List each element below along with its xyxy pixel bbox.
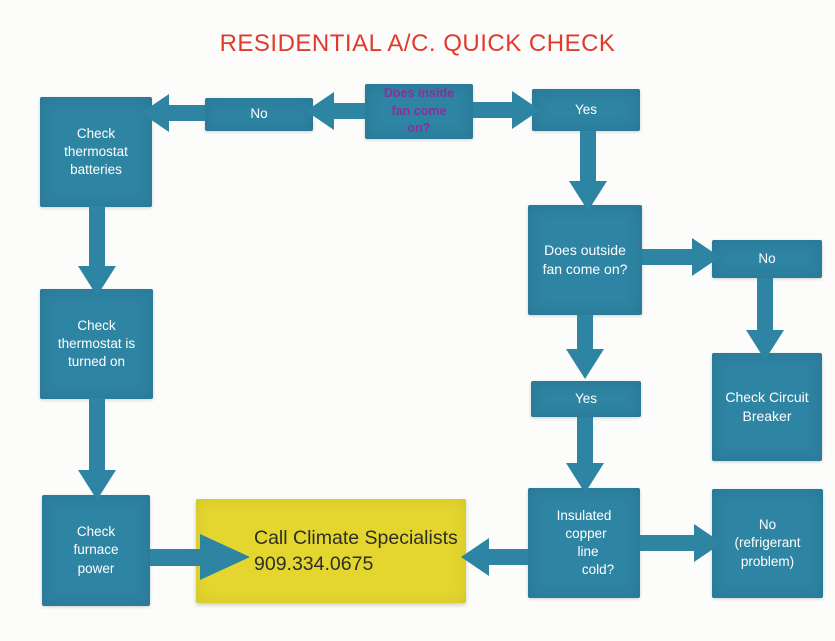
node-label-no-refrigerant: No (refrigerant problem) [734,517,801,569]
node-yes-top: Yes [532,89,640,131]
node-label-circuit-breaker: Check Circuit Breaker [725,389,809,424]
arrow-inside-fan-to-yes [473,91,540,129]
arrow-yes-to-outside-fan [569,131,607,211]
node-check-circuit-breaker: Check Circuit Breaker [712,353,822,461]
call-text-block: Call Climate Specialists 909.334.0675 [254,525,458,577]
node-label-outside-fan: Does outside fan come on? [542,242,628,277]
arrow-no-to-check-batteries [141,94,205,132]
arrow-outside-fan-to-yes [566,315,604,379]
arrow-insulated-to-refrigerant [640,520,722,566]
arrow-outside-fan-to-no [642,236,720,278]
node-does-inside-fan-come-on: Does inside fan come on? [365,84,473,139]
node-check-thermostat-batteries: Check thermostat batteries [40,97,152,207]
flowchart-title: RESIDENTIAL A/C. QUICK CHECK [219,30,616,57]
arrow-thermostat-on-to-furnace [78,398,116,500]
arrow-inside-fan-to-no [306,92,365,130]
node-label-insulated: Insulated copper line cold? [556,507,615,580]
node-insulated-copper-line-cold: Insulated copper line cold? [528,488,640,598]
node-label-check-batteries: Check thermostat batteries [64,125,128,178]
insulated-line-3: line [577,544,599,559]
node-label-furnace-power: Check furnace power [73,524,119,576]
node-no-refrigerant-problem: No (refrigerant problem) [712,489,823,598]
node-no-right: No [712,240,822,278]
arrow-batteries-to-thermostat-on [78,206,116,296]
call-line-company: Call Climate Specialists [254,527,458,549]
arrow-insulated-to-call [461,536,528,578]
arrow-yes-to-insulated [566,417,604,493]
node-yes-mid: Yes [531,381,641,417]
node-label-thermostat-on: Check thermostat is turned on [57,317,136,370]
arrow-no-to-circuit-breaker [746,278,784,360]
node-label-yes-top: Yes [574,101,598,117]
node-label-no-right: No [758,250,776,266]
call-line-phone: 909.334.0675 [254,553,374,575]
node-label-no-top: No [250,106,268,122]
arrow-furnace-to-call [150,533,250,581]
node-does-outside-fan-come-on: Does outside fan come on? [528,205,642,315]
insulated-line-2: copper [565,525,607,541]
insulated-line-4: cold? [581,562,615,578]
node-check-thermostat-turned-on: Check thermostat is turned on [40,289,153,399]
node-label-inside-fan: Does inside fan come on? [383,86,455,136]
node-no-top: No [205,98,313,131]
node-label-yes-mid: Yes [574,390,598,406]
insulated-line-1: Insulated [556,507,612,523]
node-check-furnace-power: Check furnace power [42,495,150,606]
